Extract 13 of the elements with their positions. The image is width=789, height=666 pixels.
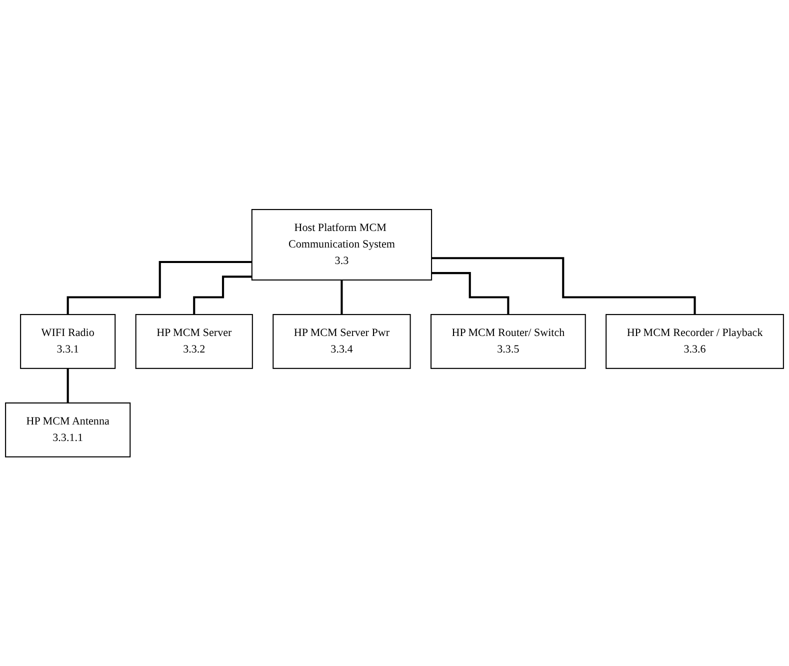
node-box: HP MCM Server 3.3.2 bbox=[135, 314, 253, 369]
connector bbox=[66, 367, 69, 404]
node-box: HP MCM Antenna 3.3.1.1 bbox=[5, 402, 131, 458]
node-box: HP MCM Recorder / Playback 3.3.6 bbox=[606, 314, 784, 369]
connector bbox=[66, 260, 252, 316]
connector bbox=[193, 275, 252, 316]
node-box: WIFI Radio 3.3.1 bbox=[20, 314, 116, 369]
connector bbox=[340, 278, 343, 316]
node-box: Host Platform MCM Communication System 3.3 bbox=[251, 208, 432, 280]
connector bbox=[432, 272, 510, 316]
node-box: HP MCM Server Pwr 3.3.4 bbox=[272, 314, 411, 369]
connector bbox=[432, 256, 696, 316]
node-box: HP MCM Router/ Switch 3.3.5 bbox=[430, 314, 586, 369]
